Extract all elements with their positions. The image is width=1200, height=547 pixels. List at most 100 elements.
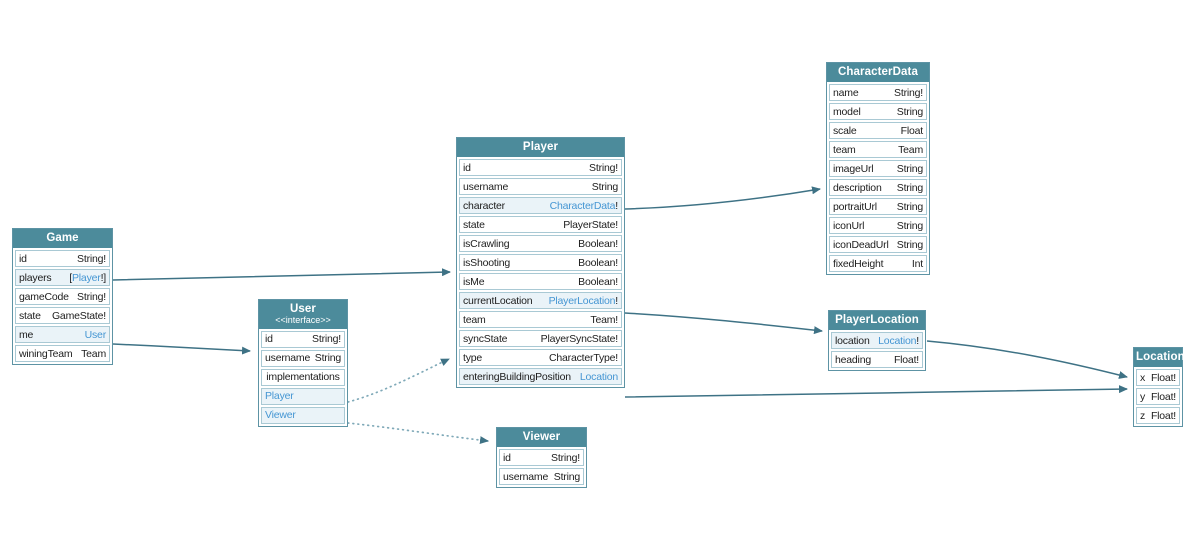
edge-user-implementation-player	[347, 358, 450, 403]
field-row-username[interactable]: username String	[459, 178, 622, 196]
field-type: String	[896, 181, 923, 194]
field-row-isMe[interactable]: isMe Boolean!	[459, 273, 622, 291]
field-type-link[interactable]: Player	[72, 271, 101, 284]
field-type: Boolean!	[578, 275, 618, 288]
field-name: winingTeam	[19, 347, 73, 360]
field-name: team	[463, 313, 486, 326]
field-type: Float!	[1150, 390, 1176, 403]
field-name: currentLocation	[463, 294, 533, 307]
type-node-header-game[interactable]: Game	[13, 229, 112, 249]
field-type-link[interactable]: Location	[878, 334, 917, 347]
field-type: Float!	[1150, 409, 1176, 422]
field-name: iconUrl	[833, 219, 865, 232]
field-name: id	[19, 252, 27, 265]
field-row-isShooting[interactable]: isShooting Boolean!	[459, 254, 622, 272]
field-type: String!	[77, 252, 106, 265]
field-row-id[interactable]: id String!	[15, 250, 110, 268]
field-type-link[interactable]: PlayerLocation	[548, 294, 616, 307]
field-row-z[interactable]: z Float!	[1136, 407, 1180, 425]
field-type: Boolean!	[578, 256, 618, 269]
field-name: z	[1140, 409, 1146, 422]
field-name: x	[1140, 371, 1146, 384]
type-node-header-playerlocation[interactable]: PlayerLocation	[829, 311, 925, 331]
field-row-Player[interactable]: Player	[261, 387, 345, 405]
field-name: y	[1140, 390, 1146, 403]
field-type: String!	[312, 333, 341, 346]
type-node-header-characterdata[interactable]: CharacterData	[827, 63, 929, 83]
field-type: Location	[580, 371, 618, 383]
field-type: String!	[77, 290, 106, 303]
field-name: state	[19, 309, 41, 322]
field-name: players	[19, 271, 52, 284]
type-node-header-player[interactable]: Player	[457, 138, 624, 158]
field-name: username	[265, 352, 311, 365]
field-type: CharacterData!	[549, 199, 619, 212]
type-title: PlayerLocation	[835, 314, 919, 326]
field-type: String	[591, 180, 618, 193]
field-type: String!	[894, 86, 923, 99]
type-node-header-location[interactable]: Location	[1134, 348, 1185, 368]
edge-player-enteringbuildingposition-to-location	[624, 385, 1128, 398]
field-type-link[interactable]: User	[84, 328, 107, 341]
type-node-header-user[interactable]: User<<interface>>	[259, 300, 347, 329]
field-type-link[interactable]: Location	[579, 370, 618, 383]
type-title: Player	[522, 141, 559, 153]
field-name: username	[463, 180, 509, 193]
field-name: isMe	[463, 275, 485, 288]
type-node-header-viewer[interactable]: Viewer	[497, 428, 586, 448]
field-name: portraitUrl	[833, 200, 877, 213]
field-type: String!	[589, 161, 618, 174]
field-row-implementations[interactable]: implementations	[261, 368, 345, 386]
field-row-y[interactable]: y Float!	[1136, 388, 1180, 406]
field-type-link[interactable]: CharacterData	[549, 199, 616, 212]
field-type: String	[896, 105, 923, 118]
field-type: String	[896, 162, 923, 175]
field-name: type	[463, 351, 483, 364]
field-type: Float!	[1150, 371, 1176, 384]
field-row-x[interactable]: x Float!	[1136, 369, 1180, 387]
field-name: isShooting	[463, 256, 511, 269]
field-row-players[interactable]: players[Player!]	[15, 269, 110, 287]
field-row-Viewer[interactable]: Viewer	[261, 406, 345, 424]
field-type: PlayerState!	[563, 218, 618, 231]
